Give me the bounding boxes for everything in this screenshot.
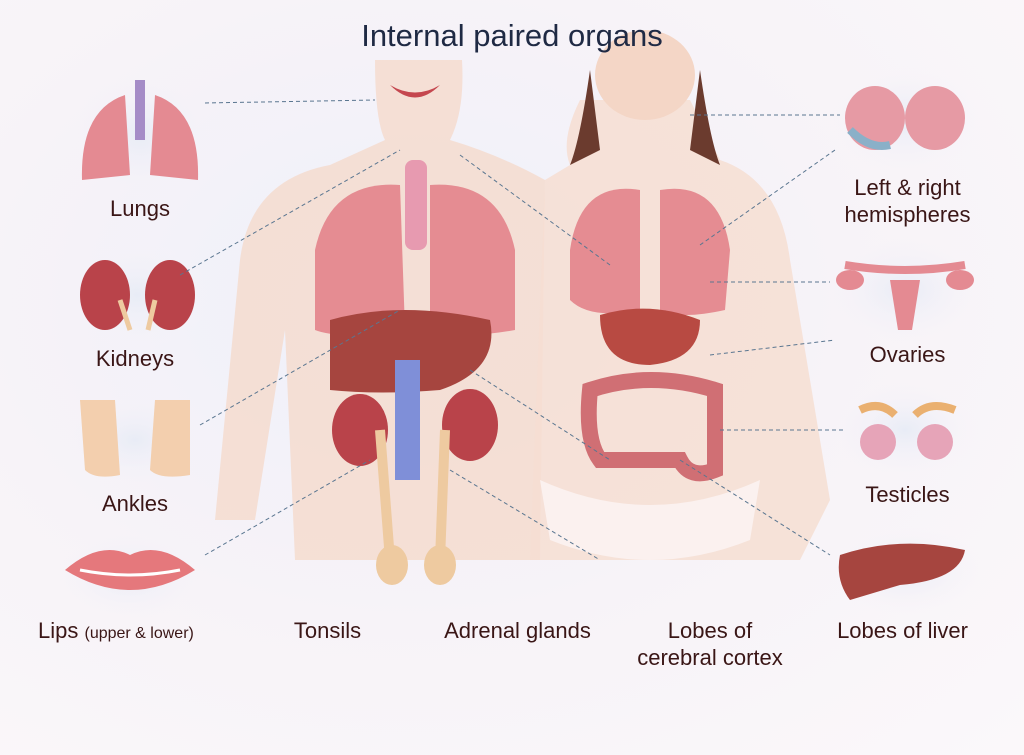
ovaries-icon <box>825 235 985 345</box>
label-hemispheres: Left & right hemispheres <box>825 174 990 228</box>
label-lungs: Lungs <box>110 196 170 221</box>
ankles-icon <box>60 390 210 490</box>
label-testicles: Testicles <box>865 482 950 507</box>
liver-icon <box>825 525 985 615</box>
label-hemispheres-line2: hemispheres <box>844 202 971 227</box>
page-title: Internal paired organs <box>361 18 663 53</box>
label-tonsils: Tonsils <box>293 618 362 643</box>
label-adrenal-glands: Adrenal glands <box>444 618 591 643</box>
label-liver: Lobes of liver <box>837 618 968 643</box>
female-figure <box>530 30 830 560</box>
male-figure <box>215 60 545 585</box>
label-ankles: Ankles <box>101 491 169 516</box>
label-hemispheres-line1: Left & right <box>854 175 961 200</box>
lips-icon <box>55 530 205 620</box>
label-kidneys: Kidneys <box>95 346 175 371</box>
label-cerebral-cortex: Lobes of cerebral cortex <box>620 617 800 671</box>
label-lips: Lips (upper & lower) <box>38 617 194 647</box>
kidneys-icon <box>62 240 212 350</box>
testicles-icon <box>830 380 980 480</box>
lungs-icon <box>65 70 215 200</box>
brain-hemispheres-icon <box>830 65 980 175</box>
label-lips-note: (upper & lower) <box>84 625 194 642</box>
label-lips-main: Lips <box>38 618 79 643</box>
label-ovaries: Ovaries <box>869 342 946 367</box>
label-cortex-line1: Lobes of <box>667 618 753 643</box>
leader-lines <box>179 99 845 561</box>
label-cortex-line2: cerebral cortex <box>637 645 783 670</box>
